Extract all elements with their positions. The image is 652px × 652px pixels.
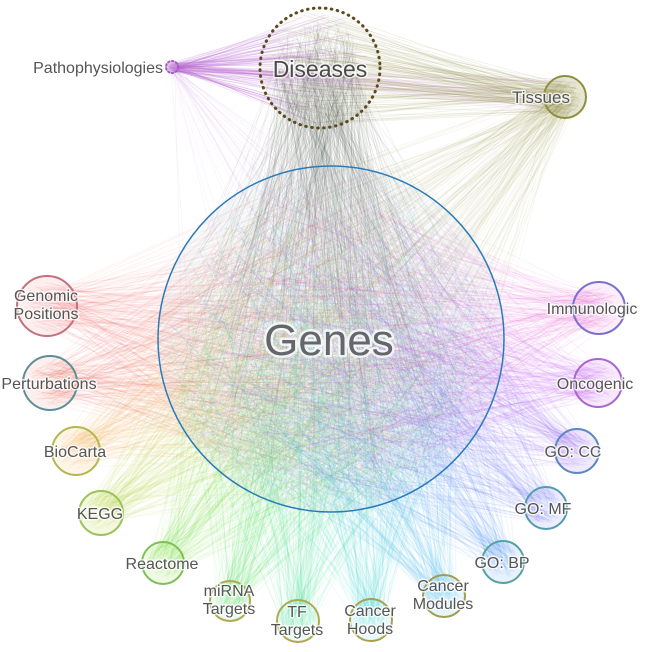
node-label-line: Positions bbox=[14, 306, 79, 323]
node-kegg[interactable] bbox=[78, 490, 124, 536]
node-tissues[interactable] bbox=[543, 75, 587, 119]
labels-layer: Genes Diseases PathophysiologiesTissuesGen… bbox=[0, 55, 639, 641]
node-immunologic[interactable] bbox=[572, 281, 626, 335]
node-circle-immunologic[interactable] bbox=[572, 281, 626, 335]
node-reactome[interactable] bbox=[141, 541, 185, 585]
node-label-immunologic: Immunologic bbox=[547, 301, 638, 318]
node-go_bp[interactable] bbox=[481, 540, 525, 584]
edge-bundle-mirna_targets-genes bbox=[169, 183, 485, 615]
node-circle-tf_targets[interactable] bbox=[276, 599, 320, 643]
node-circle-oncogenic[interactable] bbox=[573, 358, 623, 408]
edges-layer bbox=[24, 12, 619, 638]
node-label-line: Immunologic bbox=[547, 301, 638, 318]
node-circle-go_cc[interactable] bbox=[554, 428, 600, 474]
node-label-line: GO: BP bbox=[474, 555, 529, 572]
node-genes[interactable] bbox=[157, 165, 505, 513]
node-label-line: KEGG bbox=[77, 506, 123, 523]
node-label-line: Targets bbox=[271, 622, 323, 639]
edge-bundle-pathophysiologies-diseases bbox=[167, 14, 368, 126]
node-pathophysiologies[interactable] bbox=[165, 60, 179, 74]
node-circle-cancer_modules[interactable] bbox=[422, 574, 466, 618]
node-go_cc[interactable] bbox=[554, 428, 600, 474]
node-label-line: Tissues bbox=[512, 88, 570, 107]
node-label-line: GO: CC bbox=[545, 444, 602, 461]
node-circle-kegg[interactable] bbox=[78, 490, 124, 536]
edge-bundle-cancer_hoods-genes bbox=[166, 186, 477, 636]
node-label-biocarta: BioCarta bbox=[44, 444, 106, 461]
edge-bundle-cancer_modules-genes bbox=[168, 178, 487, 613]
node-go_mf[interactable] bbox=[524, 486, 568, 530]
node-biocarta[interactable] bbox=[51, 426, 101, 476]
edge-bundle-oncogenic-genes bbox=[171, 183, 617, 488]
edge-bundle-pathophysiologies-genes bbox=[167, 64, 490, 467]
node-circle-go_bp[interactable] bbox=[481, 540, 525, 584]
edge-bundle-genomic_positions-genes bbox=[24, 177, 485, 494]
node-circle-diseases[interactable] bbox=[258, 6, 382, 130]
node-circle-go_mf[interactable] bbox=[524, 486, 568, 530]
node-label-pathophysiologies: Pathophysiologies bbox=[33, 60, 163, 77]
node-cancer_modules[interactable] bbox=[422, 574, 466, 618]
node-circle-reactome[interactable] bbox=[141, 541, 185, 585]
node-circle-perturbations[interactable] bbox=[22, 355, 78, 411]
node-perturbations[interactable] bbox=[22, 355, 78, 411]
node-circle-cancer_hoods[interactable] bbox=[349, 598, 393, 642]
node-label-diseases: Diseases bbox=[273, 56, 368, 82]
node-label-line: Reactome bbox=[126, 556, 199, 573]
node-label-line: TF bbox=[287, 604, 307, 621]
node-label-line: Oncogenic bbox=[557, 376, 634, 393]
edge-bundle-perturbations-genes bbox=[28, 177, 476, 496]
node-cancer_hoods[interactable] bbox=[349, 598, 393, 642]
node-label-line: Genomic bbox=[14, 288, 78, 305]
node-label-kegg: KEGG bbox=[77, 506, 123, 523]
node-label-line: Cancer bbox=[417, 578, 469, 595]
edge-bundle-diseases-genes bbox=[168, 20, 492, 495]
node-label-oncogenic: Oncogenic bbox=[557, 376, 634, 393]
edge-bundle-go_bp-genes bbox=[189, 185, 520, 578]
node-label-line: Targets bbox=[203, 601, 255, 618]
edge-bundle-pathophysiologies-tissues bbox=[167, 62, 582, 117]
node-label-line: Genes bbox=[264, 316, 394, 365]
edge-bundle-immunologic-genes bbox=[186, 178, 619, 498]
node-label-line: Modules bbox=[413, 596, 473, 613]
node-label-go_cc: GO: CC bbox=[545, 444, 602, 461]
edge-bundle-go_cc-genes bbox=[195, 178, 593, 490]
node-diseases[interactable] bbox=[258, 6, 382, 130]
edge-bundle-tissues-diseases bbox=[263, 12, 582, 124]
node-label-go_mf: GO: MF bbox=[515, 501, 572, 518]
node-label-line: GO: MF bbox=[515, 501, 572, 518]
node-mirna_targets[interactable] bbox=[209, 580, 251, 622]
edge-bundle-go_mf-genes bbox=[171, 196, 562, 524]
node-circle-mirna_targets[interactable] bbox=[209, 580, 251, 622]
node-label-line: Cancer bbox=[344, 603, 396, 620]
node-label-genes: Genes bbox=[264, 316, 394, 365]
node-label-line: Pathophysiologies bbox=[33, 60, 163, 77]
node-circle-tissues[interactable] bbox=[543, 75, 587, 119]
edge-bundle-tissues-genes bbox=[184, 80, 582, 488]
node-label-perturbations: Perturbations bbox=[1, 376, 96, 393]
node-circle-genes[interactable] bbox=[157, 165, 505, 513]
node-label-tissues: Tissues bbox=[512, 88, 570, 107]
node-label-line: Perturbations bbox=[1, 376, 96, 393]
node-tf_targets[interactable] bbox=[276, 599, 320, 643]
node-circle-biocarta[interactable] bbox=[51, 426, 101, 476]
node-label-reactome: Reactome bbox=[126, 556, 199, 573]
node-label-line: Hoods bbox=[347, 621, 393, 638]
node-circle-genomic_positions[interactable] bbox=[16, 275, 78, 337]
node-oncogenic[interactable] bbox=[573, 358, 623, 408]
node-label-go_bp: GO: BP bbox=[474, 555, 529, 572]
node-label-line: miRNA bbox=[204, 583, 255, 600]
node-genomic_positions[interactable] bbox=[16, 275, 78, 337]
edge-bundle-reactome-genes bbox=[146, 181, 496, 580]
node-label-line: BioCarta bbox=[44, 444, 106, 461]
node-circle-pathophysiologies[interactable] bbox=[165, 60, 179, 74]
node-label-line: Diseases bbox=[273, 56, 368, 82]
nodes-layer bbox=[16, 6, 626, 643]
